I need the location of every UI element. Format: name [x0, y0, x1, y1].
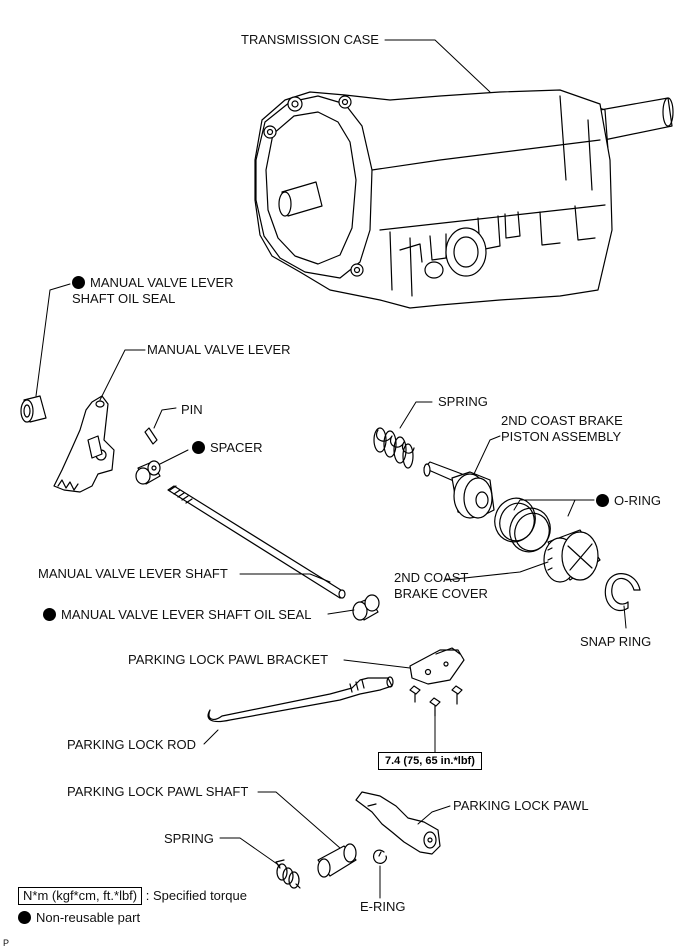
label-spring-top: SPRING [438, 394, 488, 409]
corner-mark: P [3, 938, 10, 948]
oil-seal-top-drawing [20, 395, 47, 423]
parking-lock-pawl-drawing [355, 791, 441, 855]
spring-bottom-drawing [275, 859, 301, 889]
spacer-drawing [135, 460, 161, 485]
label-spacer: SPACER [192, 440, 263, 456]
legend-torque-box: N*m (kgf*cm, ft.*lbf) [18, 887, 143, 905]
torque-value-box: 7.4 (75, 65 in.*lbf) [378, 752, 482, 770]
snap-ring-drawing [604, 573, 641, 612]
label-oil-seal-top-text: MANUAL VALVE LEVER SHAFT OIL SEAL [72, 275, 234, 306]
nonreusable-bullet-icon [72, 276, 85, 289]
manual-valve-lever-shaft-drawing [167, 485, 346, 599]
label-snap-ring: SNAP RING [580, 634, 652, 649]
label-coast-brake-cover: 2ND COAST BRAKE COVER [394, 570, 488, 601]
legend-nonreusable-desc: Non-reusable part [36, 910, 141, 925]
e-ring-drawing [372, 849, 387, 864]
nonreusable-bullet-icon [596, 494, 609, 507]
label-oil-seal-bottom-text: MANUAL VALVE LEVER SHAFT OIL SEAL [61, 607, 312, 622]
label-o-ring: O-RING [596, 493, 661, 509]
label-o-ring-text: O-RING [614, 493, 661, 508]
oil-seal-bottom-drawing [352, 594, 380, 621]
label-parking-lock-pawl: PARKING LOCK PAWL [453, 798, 589, 813]
nonreusable-bullet-icon [18, 911, 31, 924]
label-spacer-text: SPACER [210, 440, 263, 455]
legend-torque: N*m (kgf*cm, ft.*lbf) : Specified torque [18, 887, 247, 905]
label-coast-brake-piston: 2ND COAST BRAKE PISTON ASSEMBLY [501, 413, 623, 444]
parking-lock-pawl-shaft-drawing [317, 843, 357, 878]
label-manual-valve-lever-shaft: MANUAL VALVE LEVER SHAFT [38, 566, 228, 581]
coast-brake-cover-drawing [543, 529, 601, 583]
label-e-ring: E-RING [360, 899, 406, 914]
label-spring-bottom: SPRING [164, 831, 214, 846]
nonreusable-bullet-icon [43, 608, 56, 621]
o-ring-drawing [494, 497, 551, 553]
parking-lock-pawl-bracket-drawing [409, 647, 465, 717]
label-oil-seal-top: MANUAL VALVE LEVER SHAFT OIL SEAL [72, 275, 252, 307]
label-parking-lock-pawl-bracket: PARKING LOCK PAWL BRACKET [128, 652, 329, 667]
transmission-case-drawing [254, 89, 674, 309]
legend-nonreusable: Non-reusable part [18, 910, 140, 926]
nonreusable-bullet-icon [192, 441, 205, 454]
coast-brake-piston-drawing [423, 461, 495, 519]
label-parking-lock-pawl-shaft: PARKING LOCK PAWL SHAFT [67, 784, 249, 799]
pin-drawing [144, 427, 158, 445]
label-oil-seal-bottom: MANUAL VALVE LEVER SHAFT OIL SEAL [43, 607, 311, 623]
spring-top-drawing [373, 427, 415, 469]
label-manual-valve-lever: MANUAL VALVE LEVER [147, 342, 291, 357]
label-transmission-case: TRANSMISSION CASE [241, 32, 379, 47]
parking-lock-rod-drawing [207, 676, 394, 723]
manual-valve-lever-drawing [53, 395, 115, 493]
label-parking-lock-rod: PARKING LOCK ROD [67, 737, 197, 752]
legend-torque-desc: : Specified torque [145, 888, 247, 903]
label-pin: PIN [181, 402, 203, 417]
